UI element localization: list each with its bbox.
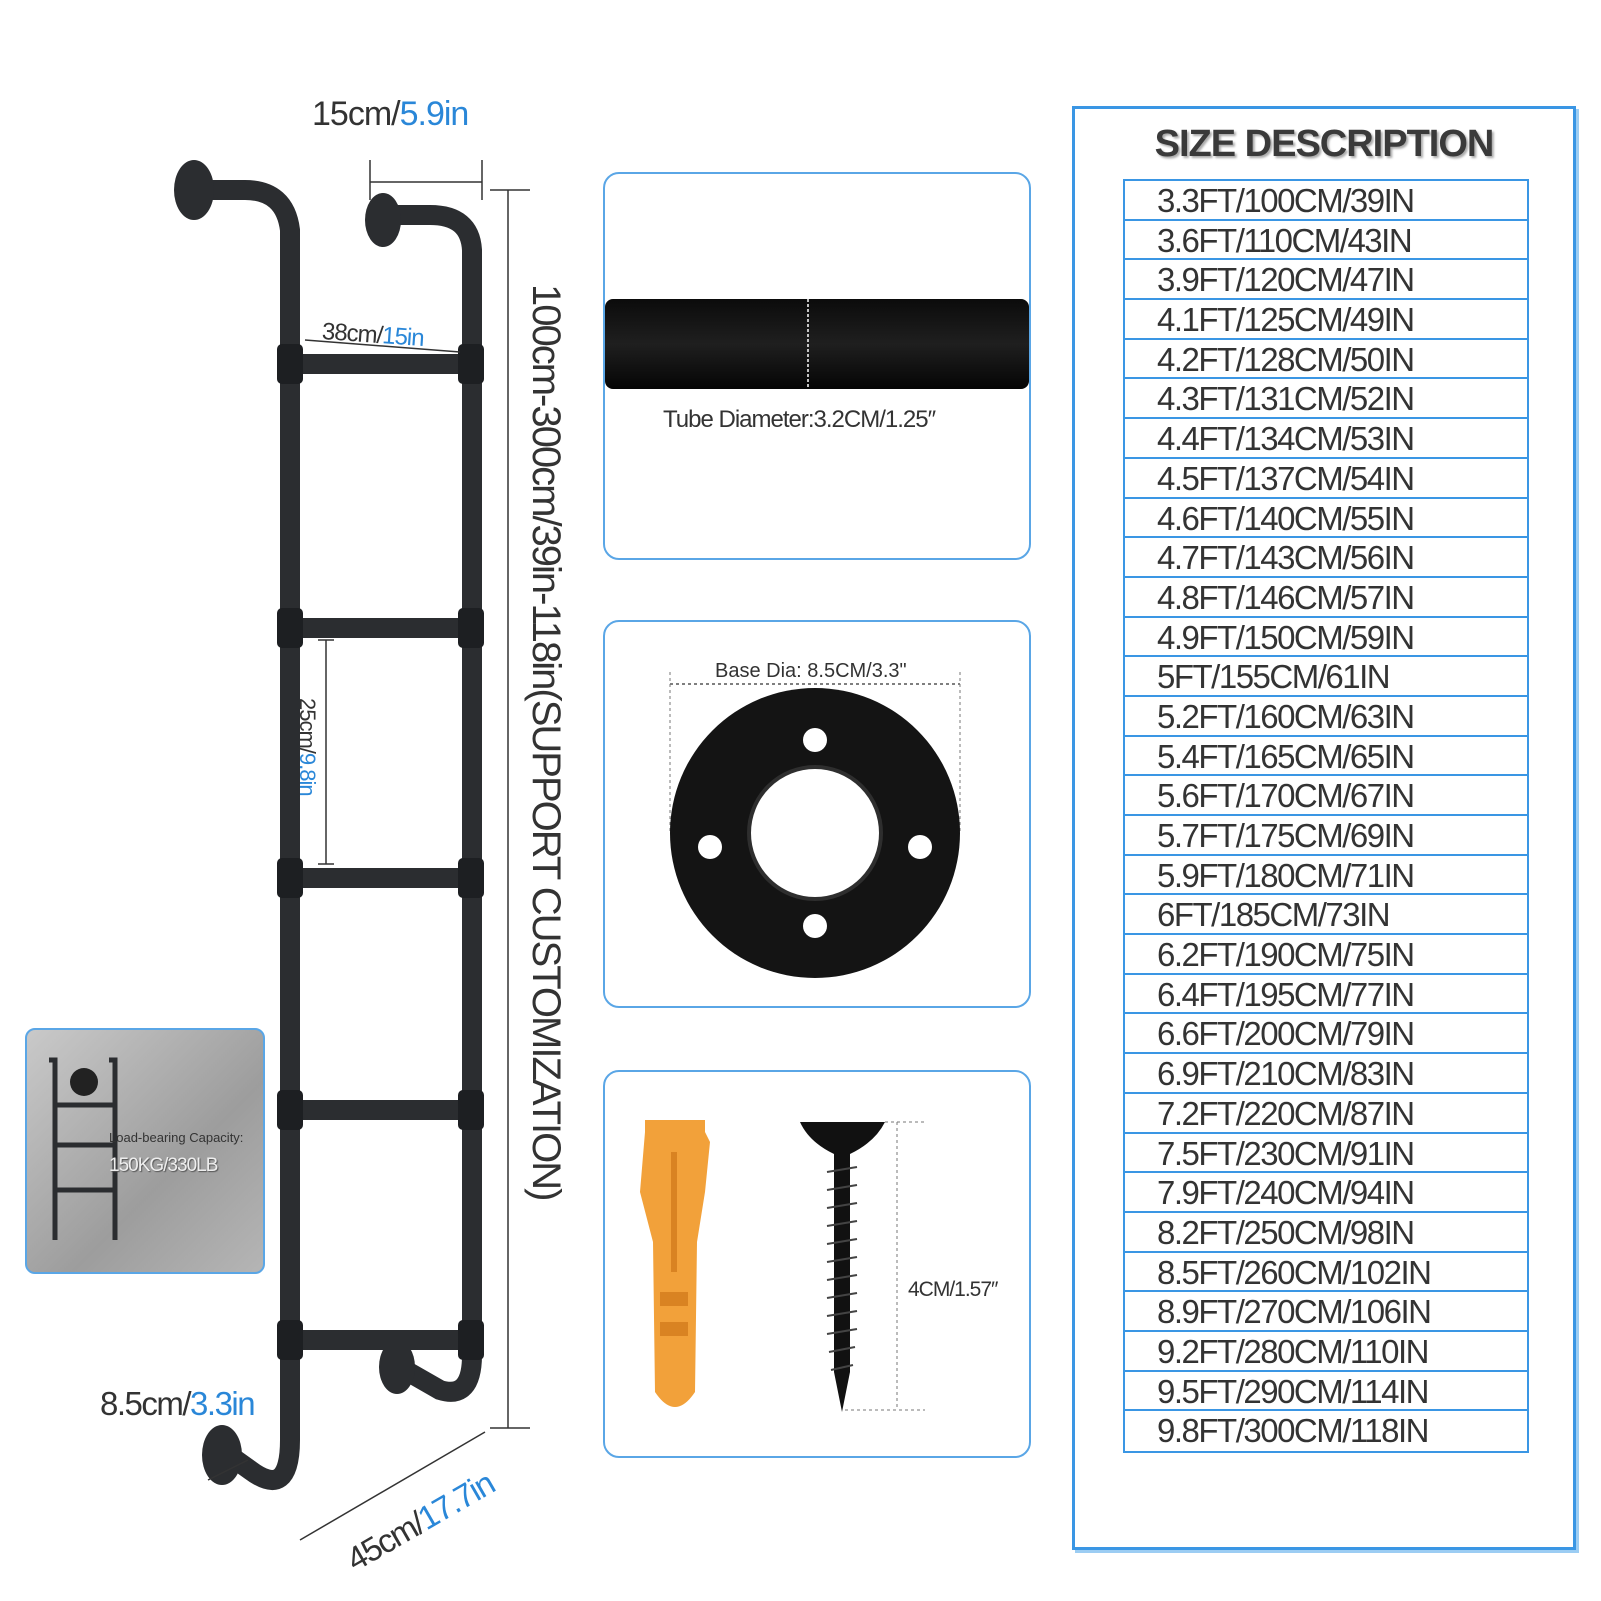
size-row: 8.2FT/250CM/98IN	[1125, 1213, 1527, 1253]
rung-spacing-label: 25cm/9.8in	[294, 698, 320, 796]
size-description-title: SIZE DESCRIPTION	[1154, 123, 1495, 165]
size-row: 5.7FT/175CM/69IN	[1125, 816, 1527, 856]
size-row: 5.4FT/165CM/65IN	[1125, 737, 1527, 777]
right-rail	[365, 193, 482, 1402]
load-capacity-card: Load-bearing Capacity: 150KG/330LB	[25, 1028, 265, 1274]
size-row: 4.7FT/143CM/56IN	[1125, 538, 1527, 578]
size-row: 5.6FT/170CM/67IN	[1125, 776, 1527, 816]
screw-icon	[800, 1122, 885, 1412]
tube-diameter-panel: Tube Diameter:3.2CM/1.25″	[603, 172, 1031, 560]
rung	[285, 354, 475, 374]
size-row: 5.2FT/160CM/63IN	[1125, 697, 1527, 737]
load-capacity-value: 150KG/330LB	[109, 1155, 218, 1176]
size-row: 8.5FT/260CM/102IN	[1125, 1253, 1527, 1293]
rung	[285, 618, 475, 638]
top-width-cm: 15cm/	[312, 95, 401, 133]
size-row: 4.1FT/125CM/49IN	[1125, 300, 1527, 340]
size-row: 8.9FT/270CM/106IN	[1125, 1292, 1527, 1332]
left-rail	[174, 160, 300, 1490]
bottom-left-flange-icon	[202, 1425, 242, 1485]
size-row: 7.2FT/220CM/87IN	[1125, 1094, 1527, 1134]
size-row: 4.4FT/134CM/53IN	[1125, 419, 1527, 459]
size-row: 4.9FT/150CM/59IN	[1125, 618, 1527, 658]
size-row: 4.6FT/140CM/55IN	[1125, 499, 1527, 539]
size-row: 4.5FT/137CM/54IN	[1125, 459, 1527, 499]
size-row: 7.9FT/240CM/94IN	[1125, 1173, 1527, 1213]
size-row: 5FT/155CM/61IN	[1125, 657, 1527, 697]
mini-ladder-icon	[49, 1057, 118, 1240]
rung	[285, 868, 475, 888]
rung	[285, 1330, 475, 1350]
size-row: 6.2FT/190CM/75IN	[1125, 935, 1527, 975]
size-row: 6FT/185CM/73IN	[1125, 895, 1527, 936]
top-right-flange-icon	[365, 193, 401, 247]
base-in: 3.3in	[190, 1385, 256, 1422]
size-list: 3.3FT/100CM/39IN 3.6FT/110CM/43IN 3.9FT/…	[1123, 179, 1529, 1453]
size-row: 9.2FT/280CM/110IN	[1125, 1332, 1527, 1372]
size-row: 7.5FT/230CM/91IN	[1125, 1134, 1527, 1174]
size-row: 4.8FT/146CM/57IN	[1125, 578, 1527, 618]
base-label: 8.5cm/3.3in	[100, 1385, 256, 1423]
rung	[285, 1100, 475, 1120]
rung-width-in: 15in	[381, 322, 425, 353]
size-row: 6.4FT/195CM/77IN	[1125, 975, 1527, 1015]
rung-spacing-in: 9.8in	[295, 752, 320, 796]
size-row: 4.3FT/131CM/52IN	[1125, 379, 1527, 420]
top-width-in: 5.9in	[399, 95, 470, 133]
base-cm: 8.5cm/	[100, 1385, 192, 1422]
ladder-illustration	[174, 160, 530, 1541]
size-row: 9.8FT/300CM/118IN	[1157, 1412, 1430, 1450]
size-row: 3.3FT/100CM/39IN	[1125, 181, 1527, 221]
top-width-label: 15cm/5.9in	[312, 95, 470, 134]
ladder-rungs	[285, 354, 475, 1350]
tube-diameter-caption: Tube Diameter:3.2CM/1.25″	[663, 406, 936, 433]
screw-anchor-illustration	[640, 1120, 925, 1412]
size-row: 5.9FT/180CM/71IN	[1125, 856, 1527, 896]
load-capacity-label: Load-bearing Capacity:	[109, 1130, 244, 1145]
flange-icon	[669, 672, 961, 978]
size-row: 4.2FT/128CM/50IN	[1125, 340, 1527, 380]
size-row: 3.9FT/120CM/47IN	[1125, 260, 1527, 301]
screw-length-caption: 4CM/1.57″	[908, 1278, 998, 1301]
size-row: 6.9FT/210CM/83IN	[1125, 1054, 1527, 1094]
rung-width-cm: 38cm/	[321, 318, 384, 350]
size-row: 9.5FT/290CM/114IN	[1125, 1372, 1527, 1412]
tube-illustration	[605, 299, 1029, 389]
kettlebell-icon	[70, 1068, 98, 1096]
base-flange-panel: Base Dia: 8.5CM/3.3"	[603, 620, 1031, 1008]
size-row: 6.6FT/200CM/79IN	[1125, 1014, 1527, 1055]
base-diameter-caption: Base Dia: 8.5CM/3.3"	[715, 660, 907, 682]
bottom-right-flange-icon	[379, 1340, 415, 1394]
height-label: 100cm-300cm/39in-118in(SUPPORT CUSTOMIZA…	[524, 284, 568, 1200]
size-row: 3.6FT/110CM/43IN	[1125, 221, 1527, 261]
rung-spacing-cm: 25cm/	[295, 698, 320, 753]
top-left-flange-icon	[174, 160, 214, 220]
wall-anchor-icon	[640, 1120, 710, 1407]
size-description-panel: SIZE DESCRIPTION 3.3FT/100CM/39IN 3.6FT/…	[1072, 106, 1576, 1550]
screw-anchor-panel: 4CM/1.57″	[603, 1070, 1031, 1458]
